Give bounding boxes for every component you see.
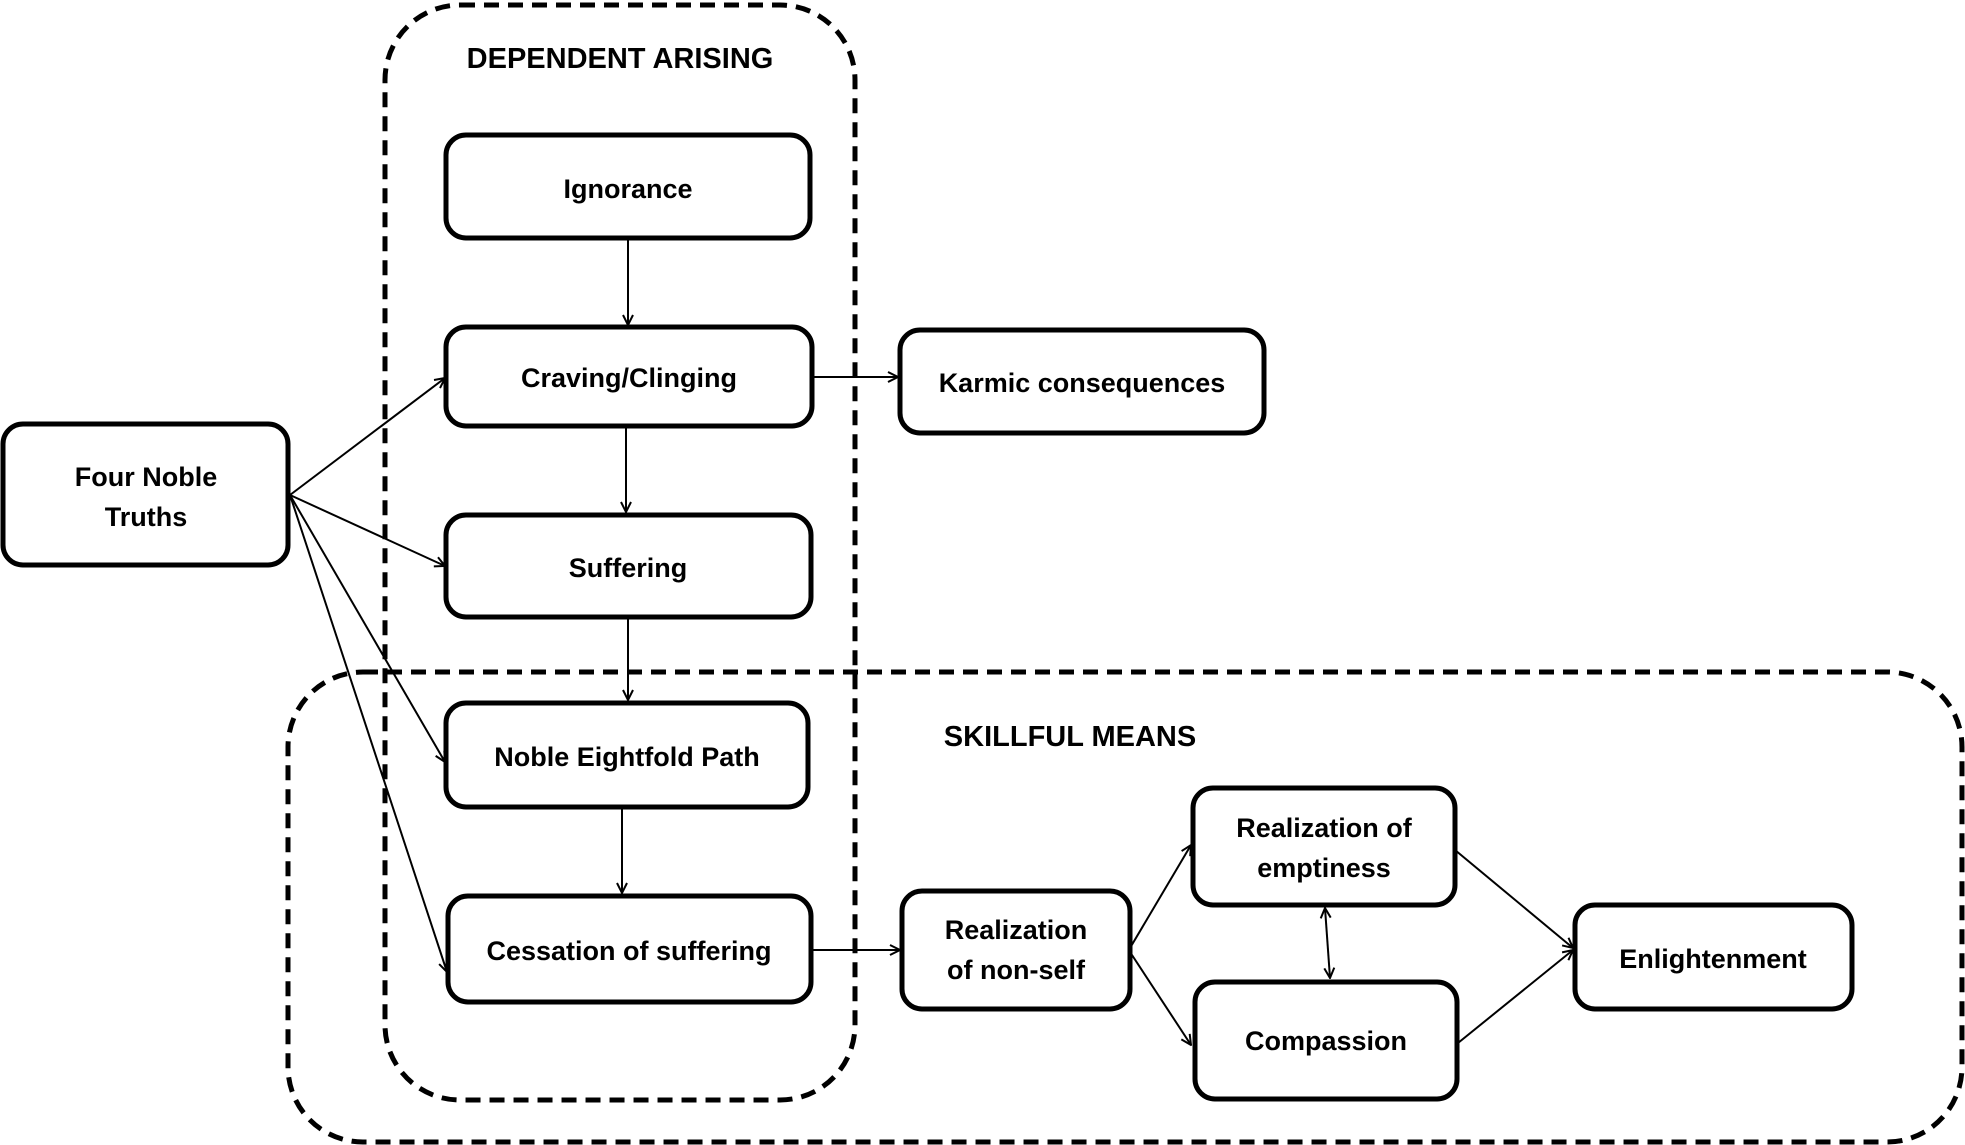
svg-text:Suffering: Suffering <box>569 553 688 583</box>
dependent-arising-title: DEPENDENT ARISING <box>467 43 774 75</box>
node-realization-of-emptiness: Realization of emptiness <box>1190 785 1458 908</box>
edge-truths-to-craving <box>289 378 445 496</box>
svg-text:of non-self: of non-self <box>947 955 1086 985</box>
edge-truths-to-eightfold <box>289 494 445 762</box>
edge-truths-to-cessation <box>289 494 447 972</box>
edge-compassion-to-enlightenment <box>1457 950 1573 1044</box>
edge-emptiness-compassion <box>1325 908 1330 978</box>
node-noble-eightfold-path: Noble Eightfold Path <box>443 700 811 810</box>
edges <box>289 240 1573 1045</box>
svg-text:Realization of: Realization of <box>1236 813 1413 843</box>
svg-text:Compassion: Compassion <box>1245 1026 1407 1056</box>
svg-text:Craving/Clinging: Craving/Clinging <box>521 363 737 393</box>
node-compassion: Compassion <box>1192 979 1460 1102</box>
skillful-means-group <box>285 669 1965 1145</box>
edge-nonself-to-emptiness <box>1129 845 1191 949</box>
node-ignorance: Ignorance <box>443 132 813 241</box>
dependent-arising-group <box>382 2 858 1103</box>
node-suffering: Suffering <box>443 512 814 620</box>
svg-text:Ignorance: Ignorance <box>563 174 692 204</box>
svg-text:emptiness: emptiness <box>1257 853 1391 883</box>
node-realization-of-non-self: Realization of non-self <box>899 888 1133 1012</box>
svg-text:Realization: Realization <box>945 915 1088 945</box>
node-enlightenment: Enlightenment <box>1572 902 1855 1012</box>
edge-truths-to-suffering <box>289 494 445 566</box>
svg-text:Noble Eightfold Path: Noble Eightfold Path <box>494 742 759 772</box>
node-karmic-consequences: Karmic consequences <box>897 327 1267 436</box>
svg-text:Cessation of suffering: Cessation of suffering <box>486 936 771 966</box>
svg-text:Karmic consequences: Karmic consequences <box>939 368 1226 398</box>
svg-text:Enlightenment: Enlightenment <box>1619 944 1807 974</box>
svg-text:Truths: Truths <box>105 502 188 532</box>
edge-nonself-to-compassion <box>1129 951 1191 1045</box>
svg-text:Four Noble: Four Noble <box>75 462 218 492</box>
node-four-noble-truths: Four Noble Truths <box>0 421 291 568</box>
edge-emptiness-to-enlightenment <box>1454 849 1573 948</box>
node-craving-clinging: Craving/Clinging <box>443 324 815 429</box>
node-cessation-of-suffering: Cessation of suffering <box>445 893 814 1005</box>
skillful-means-title: SKILLFUL MEANS <box>944 721 1196 753</box>
